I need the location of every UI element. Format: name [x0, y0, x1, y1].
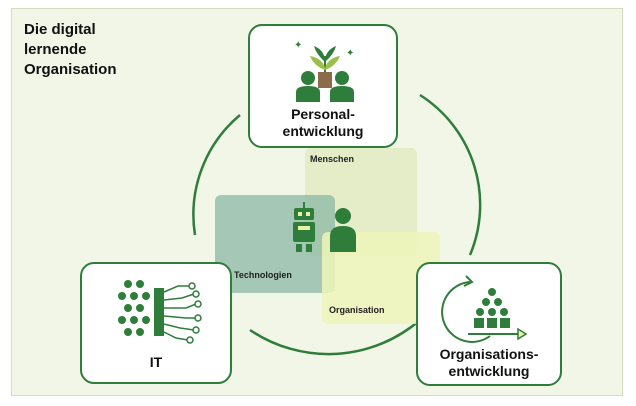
organisation-square — [322, 232, 440, 324]
cycle-arc-bottom — [249, 319, 421, 356]
svg-text:✦: ✦ — [346, 48, 354, 59]
cycle-arc-top-right — [419, 93, 482, 256]
pyramid-cycle-icon — [441, 275, 528, 343]
circuit-icon — [118, 280, 202, 344]
robot-icon — [293, 202, 315, 252]
box-organisationsentwicklung-label: Organisations- entwicklung — [439, 346, 539, 379]
people-plant-icon: ✦ ✦ — [294, 40, 354, 102]
svg-text:✦: ✦ — [294, 40, 302, 51]
box-organisationsentwicklung: Organisations- entwicklung — [416, 262, 562, 386]
box-personalentwicklung: ✦ ✦ Personal- entwicklung — [248, 24, 398, 148]
box-personalentwicklung-label: Personal- entwicklung — [282, 106, 364, 139]
diagram-title: Die digital lernende Organisation — [24, 21, 117, 78]
label-organisation: Organisation — [329, 305, 385, 315]
box-it: IT — [80, 262, 232, 384]
box-it-label: IT — [149, 354, 163, 370]
label-technologien: Technologien — [234, 270, 292, 280]
person-icon — [330, 208, 356, 252]
cycle-arc-top-left — [192, 114, 241, 236]
label-menschen: Menschen — [310, 154, 355, 164]
